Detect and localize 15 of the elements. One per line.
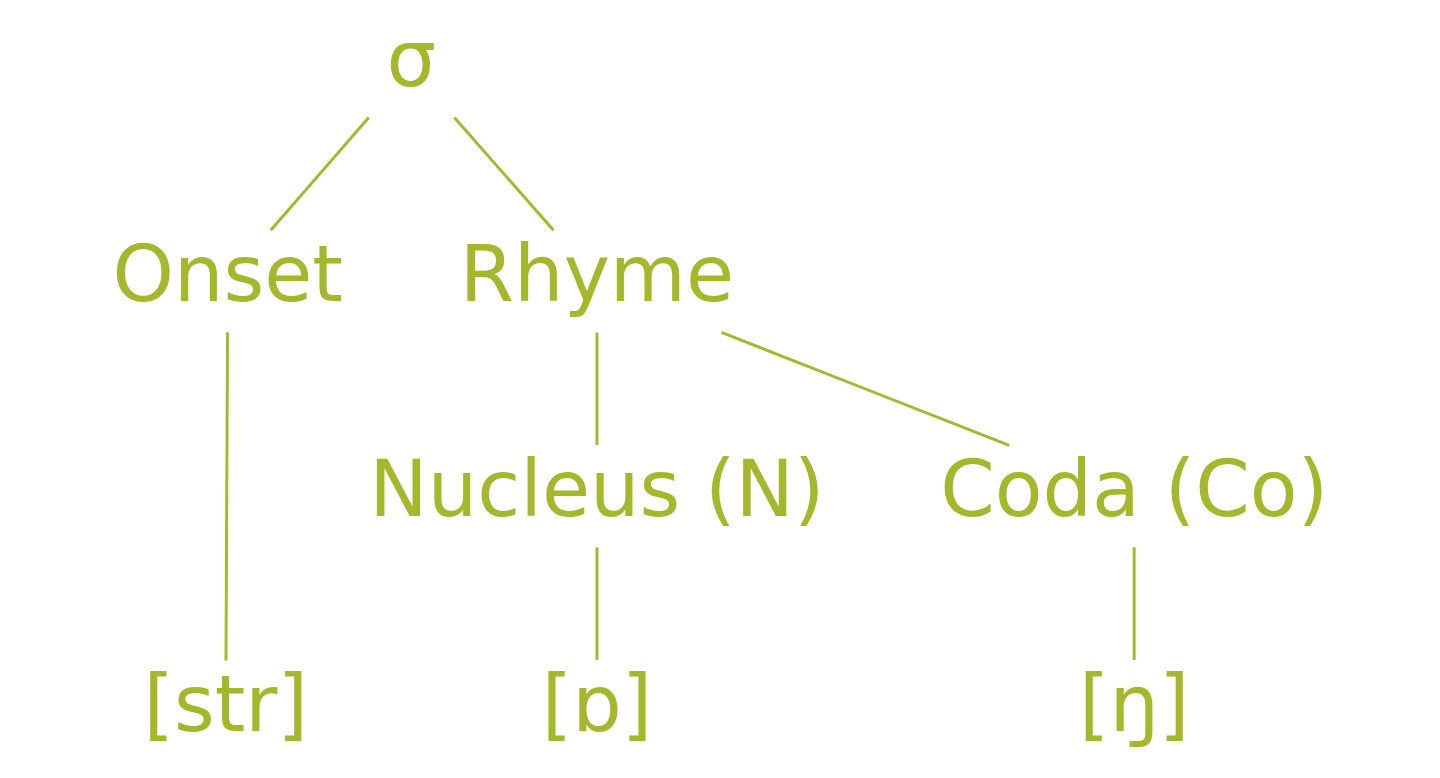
node-text: Nucleus (N) xyxy=(368,442,825,534)
node-text: σ xyxy=(386,13,436,105)
node-text: Onset xyxy=(112,228,343,320)
connector xyxy=(720,331,1010,447)
node-text: Coda (Co) xyxy=(939,442,1328,534)
connector xyxy=(269,116,370,232)
node-text: [str] xyxy=(143,657,308,749)
connector xyxy=(452,116,555,232)
connector xyxy=(1132,547,1136,660)
node-text: [ŋ] xyxy=(1078,657,1189,749)
connector xyxy=(224,332,229,661)
node-text: Rhyme xyxy=(459,228,734,320)
node-text: [ɒ] xyxy=(541,657,652,749)
connector xyxy=(594,547,598,660)
connector xyxy=(594,332,598,446)
